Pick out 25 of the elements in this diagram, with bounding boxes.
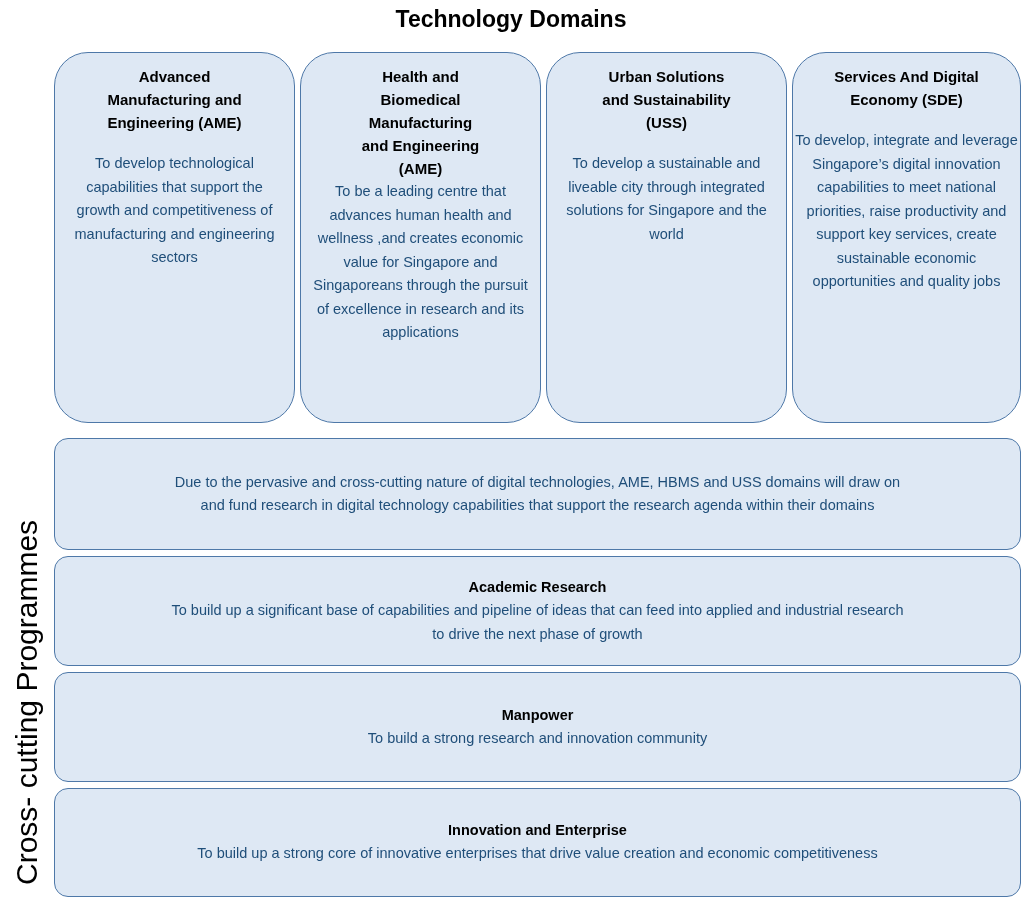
programme-band bbox=[54, 556, 1021, 666]
heading: Urban Solutions and Sustainability (USS) bbox=[601, 67, 732, 133]
heading: Academic Research bbox=[468, 578, 607, 597]
description: Due to the pervasive and cross-cutting nature of digital technologies, AME, HBMS and USS domains will draw on and fund research in digital technology capabilities that support the research agenda within their domains bbox=[173, 472, 902, 515]
description: To develop a sustainable and liveable city through integrated solutions for Singapore and the world bbox=[565, 154, 768, 244]
diagram-title: Technology Domains bbox=[394, 6, 628, 33]
domain-card bbox=[546, 52, 787, 423]
programme-band bbox=[54, 438, 1021, 550]
description: To be a leading centre that advances human health and wellness ,and creates economic value for Singapore and Singaporeans through the pursuit of excellence in research and its applications bbox=[312, 182, 529, 342]
heading: Advanced Manufacturing and Engineering (AME) bbox=[106, 67, 243, 133]
heading: Health and Biomedical Manufacturing and Engineering (AME) bbox=[360, 67, 481, 179]
programme-band bbox=[54, 672, 1021, 782]
heading: Services And Digital Economy (SDE) bbox=[834, 67, 979, 110]
programme-band bbox=[54, 788, 1021, 897]
description: To build a strong research and innovation community bbox=[367, 728, 708, 748]
description: To develop, integrate and leverage Singapore’s digital innovation capabilities to meet national priorities, raise productivity and support key services, create sustainable economic opportunities and quality jobs bbox=[794, 131, 1019, 291]
description: To build up a strong core of innovative enterprises that drive value creation and economic competitiveness bbox=[197, 844, 878, 864]
heading: Manpower bbox=[501, 705, 574, 725]
domain-card bbox=[300, 52, 541, 423]
description: To build up a significant base of capabilities and pipeline of ideas that can feed into applied and industrial research to drive the next phase of growth bbox=[170, 601, 905, 644]
heading: Innovation and Enterprise bbox=[448, 821, 627, 841]
domain-card bbox=[54, 52, 295, 423]
side-label: Cross- cutting Programmes bbox=[10, 519, 44, 885]
description: To develop technological capabilities that support the growth and competitiveness of manufacturing and engineering sectors bbox=[73, 154, 276, 267]
domain-card bbox=[792, 52, 1021, 423]
